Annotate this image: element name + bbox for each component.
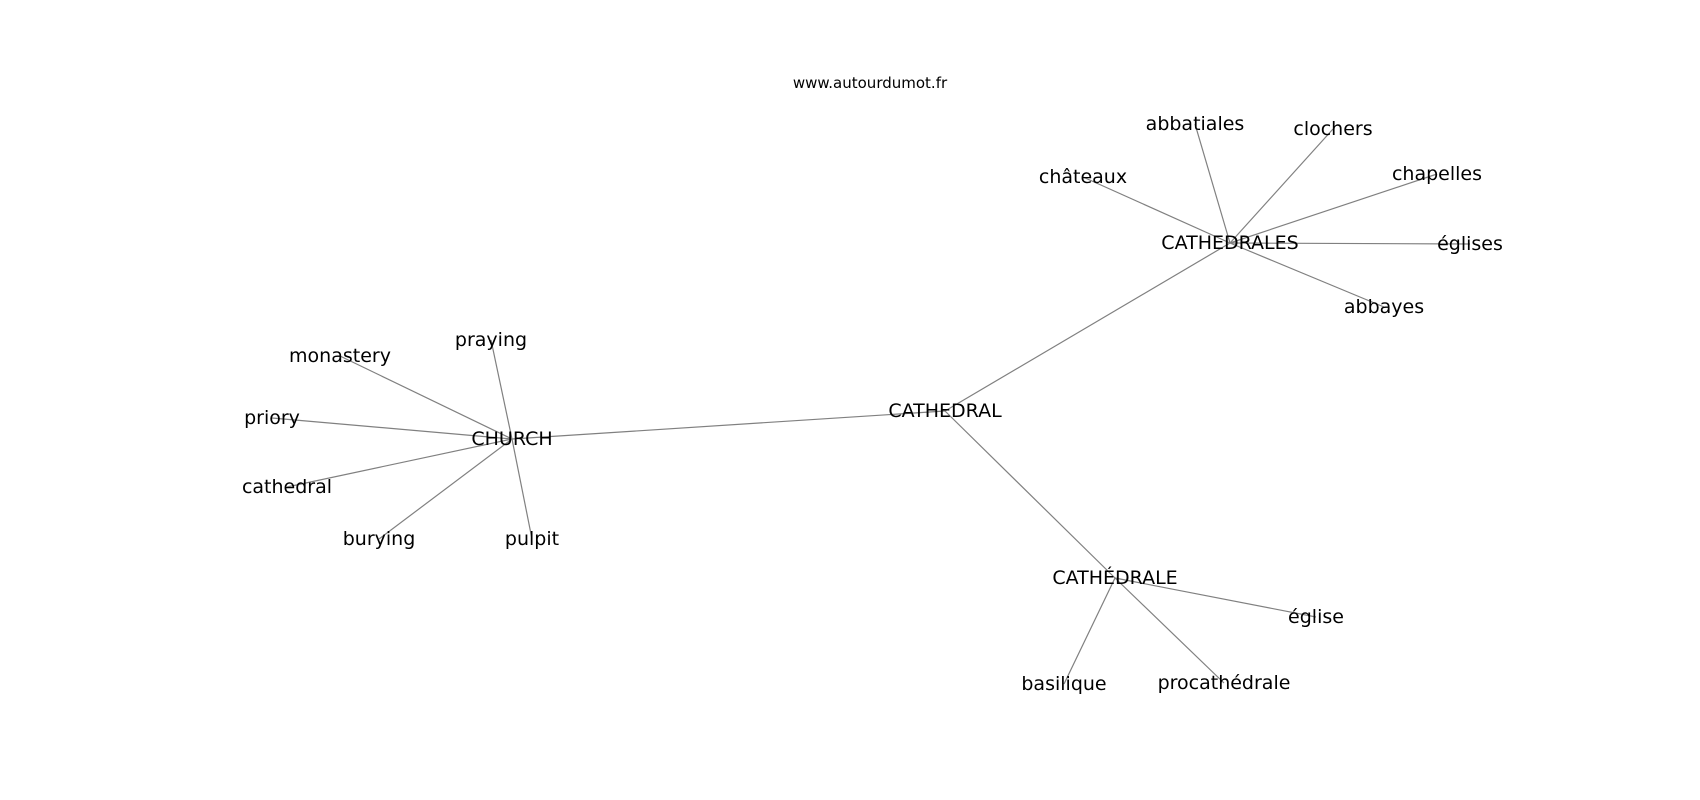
- node-chapelles[interactable]: chapelles: [1392, 163, 1482, 185]
- edge-cathedrale_fr-basilique: [1063, 577, 1116, 685]
- edge-cathedral_center-church: [511, 410, 946, 440]
- node-priory[interactable]: priory: [244, 407, 300, 429]
- node-basilique[interactable]: basilique: [1021, 673, 1106, 695]
- edges-layer: [271, 123, 1471, 685]
- edge-cathedrales-abbatiales: [1194, 123, 1231, 244]
- edge-church-cathedral: [286, 438, 513, 488]
- node-cathedrales[interactable]: CATHEDRALES: [1161, 232, 1298, 254]
- edge-church-monastery: [339, 355, 513, 440]
- edge-church-praying: [490, 339, 513, 440]
- edge-cathedrale_fr-procathedrale: [1114, 577, 1225, 684]
- node-procathedrale[interactable]: procathédrale: [1158, 672, 1291, 694]
- source-watermark: www.autourdumot.fr: [793, 74, 948, 92]
- node-cathedral_center[interactable]: CATHEDRAL: [888, 400, 1002, 422]
- edge-cathedrales-abbayes: [1229, 242, 1385, 308]
- node-burying[interactable]: burying: [343, 528, 416, 550]
- node-chateaux[interactable]: châteaux: [1039, 166, 1127, 188]
- node-cathedral[interactable]: cathedral: [242, 476, 332, 498]
- edge-cathedral_center-cathedrale_fr: [944, 410, 1116, 579]
- node-abbatiales[interactable]: abbatiales: [1146, 113, 1245, 135]
- node-cathedrale_fr[interactable]: CATHÉDRALE: [1052, 566, 1177, 589]
- nodes-layer: CATHEDRAL CHURCH CATHEDRALES CATHÉDRALE pray…: [242, 113, 1503, 695]
- edge-church-priory: [271, 417, 513, 440]
- edge-church-pulpit: [511, 438, 533, 540]
- edge-cathedrales-chateaux: [1082, 176, 1231, 244]
- node-praying[interactable]: praying: [455, 329, 527, 351]
- node-church[interactable]: CHURCH: [471, 428, 552, 450]
- edge-cathedrale_fr-eglise: [1114, 577, 1317, 618]
- edge-cathedrales-chapelles: [1229, 173, 1438, 244]
- node-clochers[interactable]: clochers: [1293, 118, 1372, 140]
- node-abbayes[interactable]: abbayes: [1344, 296, 1424, 318]
- node-eglise[interactable]: église: [1288, 606, 1344, 628]
- edge-cathedrales-eglises: [1229, 242, 1471, 245]
- node-eglises[interactable]: églises: [1437, 233, 1503, 255]
- node-pulpit[interactable]: pulpit: [505, 528, 559, 550]
- edge-cathedrales-clochers: [1229, 128, 1334, 244]
- edge-cathedral_center-cathedrales: [944, 242, 1231, 412]
- edge-church-burying: [378, 438, 513, 540]
- node-monastery[interactable]: monastery: [289, 345, 391, 367]
